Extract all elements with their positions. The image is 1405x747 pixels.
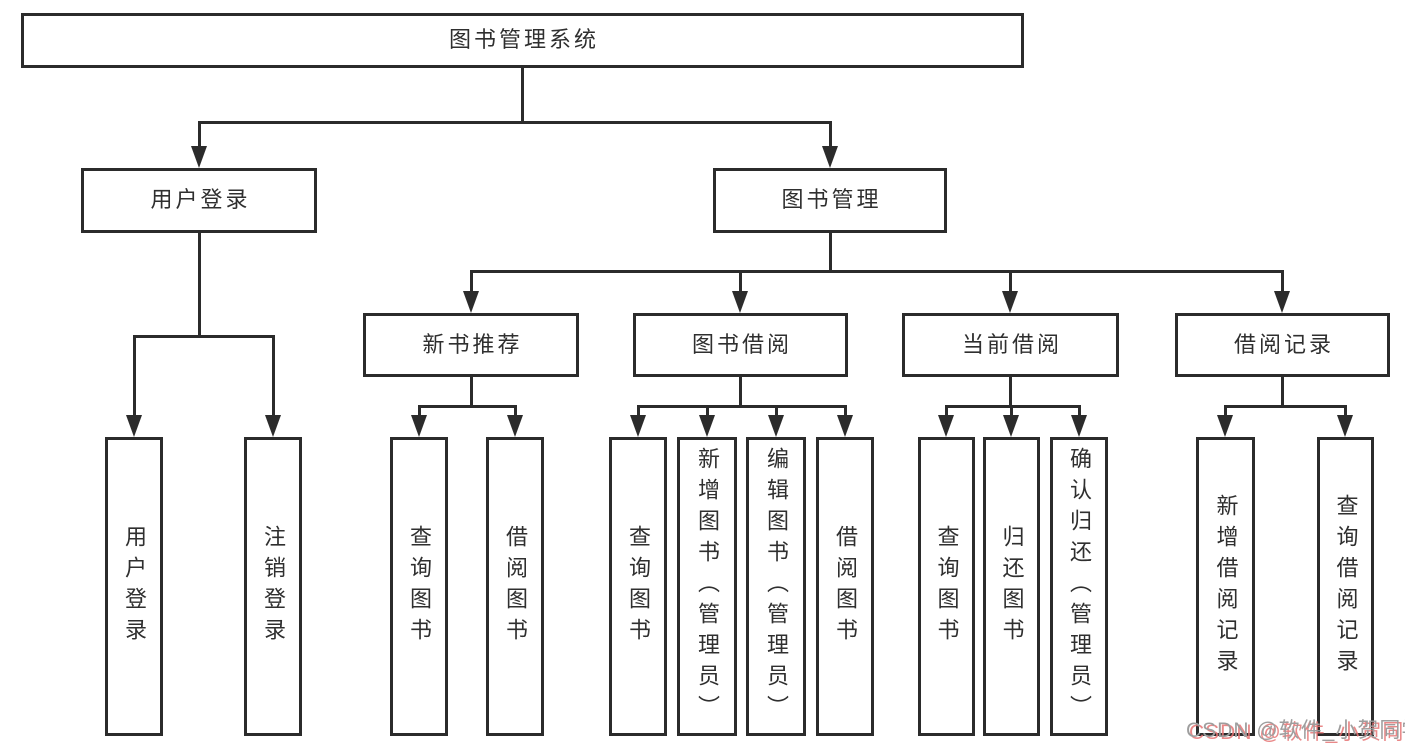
arrowhead-down-icon bbox=[1337, 415, 1353, 437]
arrowhead-down-icon bbox=[938, 415, 954, 437]
connector-drop bbox=[1077, 406, 1081, 419]
connector-stem bbox=[1280, 377, 1284, 408]
arrowhead-down-icon bbox=[411, 415, 427, 437]
node-leaf-edit-books-admin: 编辑图书（管理员） bbox=[746, 437, 806, 736]
node-new-book-recommend: 新书推荐 bbox=[363, 313, 579, 377]
connector-drop bbox=[197, 122, 201, 150]
node-borrow-records: 借阅记录 bbox=[1175, 313, 1390, 377]
node-user-login: 用户登录 bbox=[81, 168, 317, 233]
node-library-management-system: 图书管理系统 bbox=[21, 13, 1024, 68]
node-label: 借阅图书 bbox=[833, 524, 858, 649]
node-book-management: 图书管理 bbox=[713, 168, 947, 233]
node-label: 借阅记录 bbox=[1233, 331, 1334, 357]
connector-branch bbox=[469, 269, 1284, 273]
node-leaf-query-borrow-record: 查询借阅记录 bbox=[1317, 437, 1374, 736]
connector-drop bbox=[132, 336, 136, 419]
node-leaf-query-books: 查询图书 bbox=[609, 437, 667, 736]
arrowhead-down-icon bbox=[699, 415, 715, 437]
node-label: 新增图书（管理员） bbox=[695, 447, 720, 726]
connector-branch bbox=[944, 404, 1081, 408]
node-current-borrowing: 当前借阅 bbox=[902, 313, 1119, 377]
node-leaf-query-books: 查询图书 bbox=[918, 437, 975, 736]
connector-stem bbox=[197, 233, 201, 338]
connector-drop bbox=[469, 271, 473, 295]
node-label: 用户登录 bbox=[122, 524, 147, 649]
connector-drop bbox=[944, 406, 948, 419]
arrowhead-down-icon bbox=[837, 415, 853, 437]
node-label: 图书管理 bbox=[781, 187, 882, 213]
connector-drop bbox=[774, 406, 778, 419]
connector-drop bbox=[417, 406, 421, 419]
node-label: 新书推荐 bbox=[422, 331, 523, 357]
node-leaf-add-books-admin: 新增图书（管理员） bbox=[677, 437, 737, 736]
connector-drop bbox=[1343, 406, 1347, 419]
arrowhead-down-icon bbox=[768, 415, 784, 437]
connector-drop bbox=[271, 336, 275, 419]
arrowhead-down-icon bbox=[1002, 291, 1018, 313]
node-label: 用户登录 bbox=[150, 187, 251, 213]
arrowhead-down-icon bbox=[463, 291, 479, 313]
node-label: 编辑图书（管理员） bbox=[764, 447, 789, 726]
connector-drop bbox=[738, 271, 742, 295]
arrowhead-down-icon bbox=[1274, 291, 1290, 313]
arrowhead-down-icon bbox=[507, 415, 523, 437]
arrowhead-down-icon bbox=[265, 415, 281, 437]
node-leaf-borrow-books: 借阅图书 bbox=[816, 437, 874, 736]
arrowhead-down-icon bbox=[126, 415, 142, 437]
node-label: 查询借阅记录 bbox=[1333, 493, 1359, 680]
arrowhead-down-icon bbox=[630, 415, 646, 437]
connector-branch bbox=[417, 404, 517, 408]
connector-drop bbox=[636, 406, 640, 419]
connector-stem bbox=[520, 68, 524, 124]
connector-drop bbox=[843, 406, 847, 419]
connector-branch bbox=[636, 404, 847, 408]
arrowhead-down-icon bbox=[191, 146, 207, 168]
node-label: 查询图书 bbox=[407, 524, 432, 649]
csdn-watermark: CSDN @软件_小贺同学 bbox=[1186, 719, 1405, 742]
connector-drop bbox=[828, 122, 832, 150]
arrowhead-down-icon bbox=[1003, 415, 1019, 437]
connector-drop bbox=[513, 406, 517, 419]
connector-stem bbox=[738, 377, 742, 408]
node-label: 查询图书 bbox=[934, 524, 960, 649]
node-label: 新增借阅记录 bbox=[1213, 493, 1239, 680]
node-leaf-user-login: 用户登录 bbox=[105, 437, 163, 736]
node-label: 归还图书 bbox=[999, 524, 1025, 649]
connector-branch bbox=[197, 120, 832, 124]
node-label: 注销登录 bbox=[261, 524, 286, 649]
connector-drop bbox=[1223, 406, 1227, 419]
node-label: 借阅图书 bbox=[503, 524, 528, 649]
node-label: 查询图书 bbox=[626, 524, 651, 649]
arrowhead-down-icon bbox=[1217, 415, 1233, 437]
connector-stem bbox=[469, 377, 473, 408]
connector-drop bbox=[705, 406, 709, 419]
node-label: 图书管理系统 bbox=[448, 27, 599, 53]
node-label: 图书借阅 bbox=[691, 331, 792, 357]
node-leaf-confirm-return-admin: 确认归还（管理员） bbox=[1050, 437, 1108, 736]
node-leaf-return-books: 归还图书 bbox=[983, 437, 1040, 736]
connector-stem bbox=[828, 233, 832, 273]
node-label: 当前借阅 bbox=[961, 331, 1062, 357]
node-label: 确认归还（管理员） bbox=[1067, 447, 1092, 726]
arrowhead-down-icon bbox=[1071, 415, 1087, 437]
node-leaf-borrow-books: 借阅图书 bbox=[486, 437, 544, 736]
arrowhead-down-icon bbox=[732, 291, 748, 313]
connector-stem bbox=[1008, 377, 1012, 408]
connector-drop bbox=[1008, 271, 1012, 295]
connector-drop bbox=[1280, 271, 1284, 295]
node-book-borrowing: 图书借阅 bbox=[633, 313, 848, 377]
node-leaf-query-books: 查询图书 bbox=[390, 437, 448, 736]
arrowhead-down-icon bbox=[822, 146, 838, 168]
connector-drop bbox=[1009, 406, 1013, 419]
node-leaf-add-borrow-record: 新增借阅记录 bbox=[1196, 437, 1255, 736]
connector-branch bbox=[1223, 404, 1347, 408]
connector-branch bbox=[132, 334, 275, 338]
node-leaf-logout: 注销登录 bbox=[244, 437, 302, 736]
